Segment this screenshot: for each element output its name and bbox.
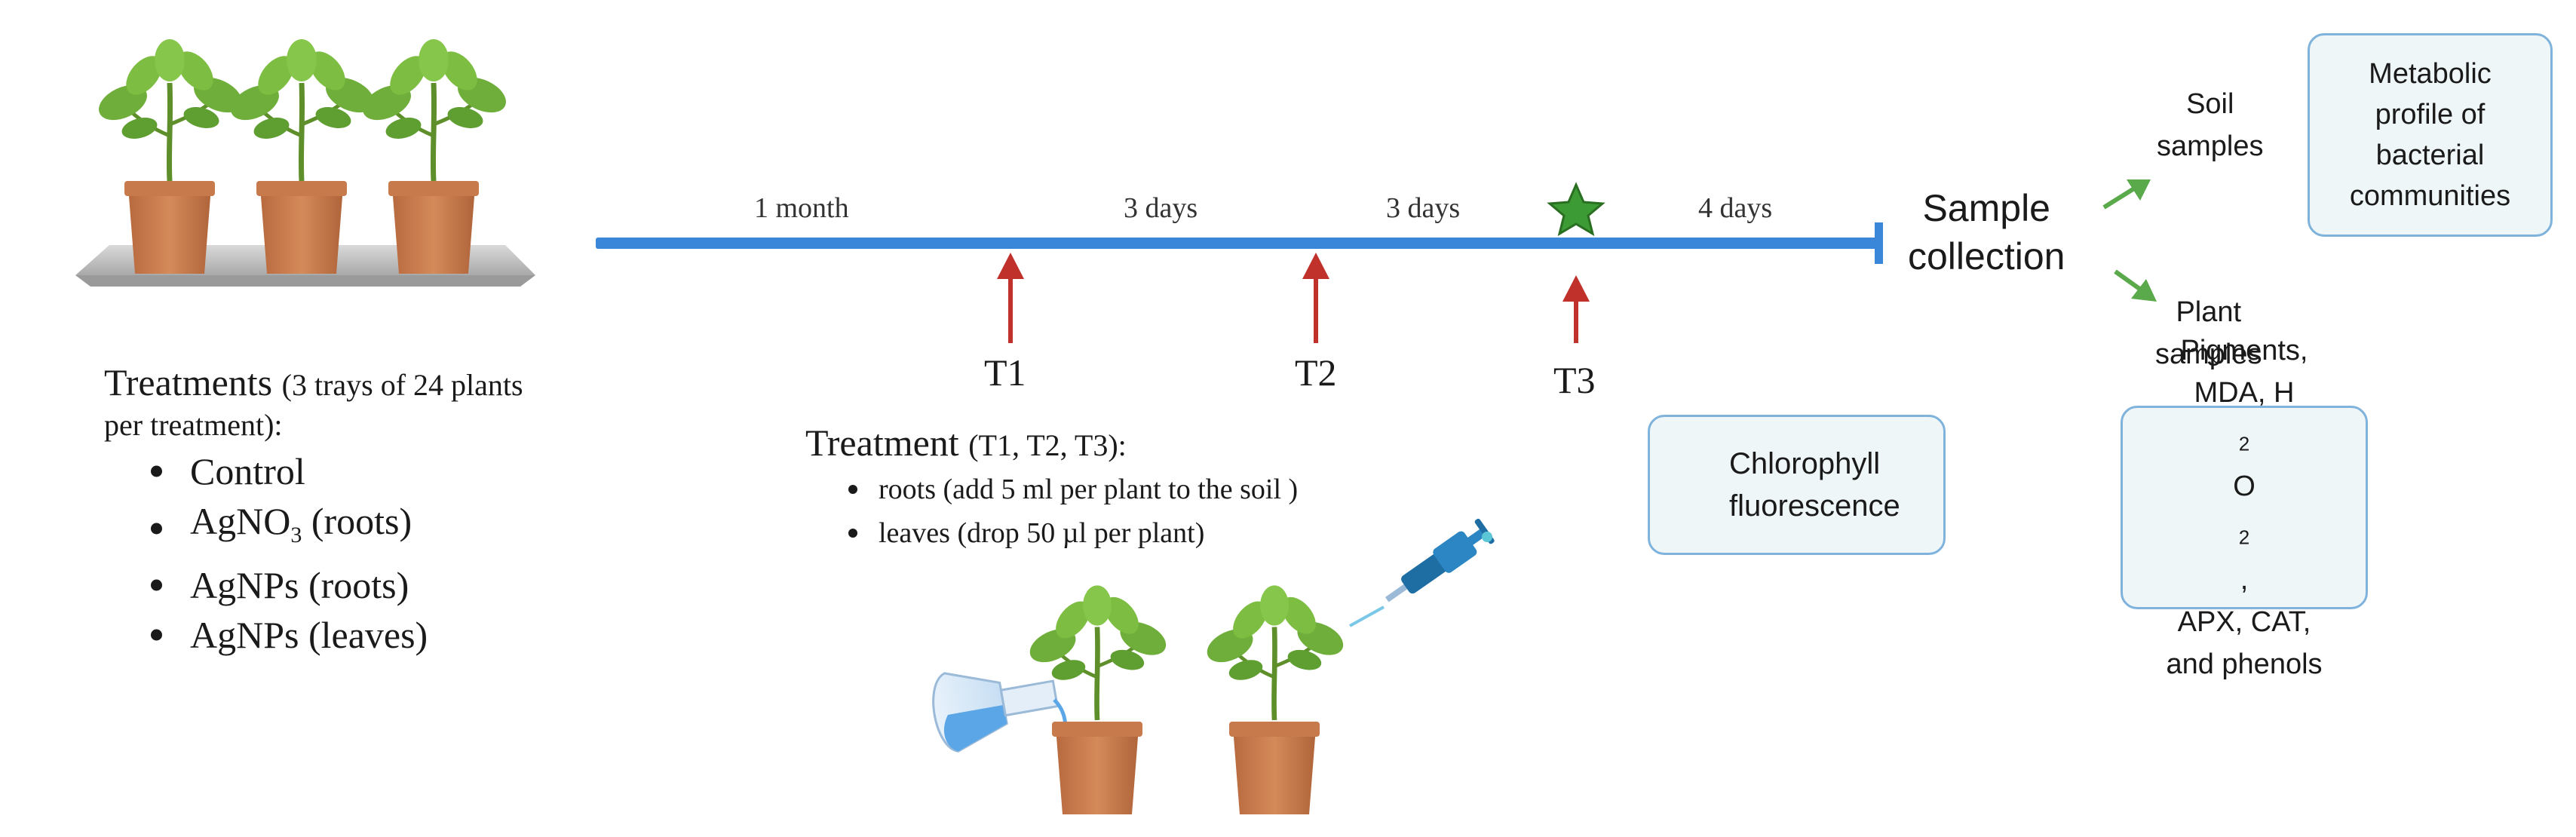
arrow-t1 [997,253,1024,343]
segment-label-3: 3 days [1386,192,1461,224]
segment-label-1: 1 month [754,192,849,224]
t1-label: T1 [984,351,1026,394]
timeline-bar [596,238,1878,249]
list-item: AgNPs (roots) [190,560,428,610]
arrow-to-plant [2114,269,2157,302]
treatments-title: Treatments [104,361,273,403]
treatments-note-2: per treatment): [104,408,283,442]
arrow-t2 [1302,253,1329,343]
timeline-end-cap [1875,222,1883,264]
sample-collection-label: Sample collection [1908,187,2065,277]
list-item: AgNPs (leaves) [190,610,428,660]
segment-label-2: 3 days [1124,192,1198,224]
metabolic-profile-box: Metabolic profile of bacterial communiti… [2308,33,2553,237]
application-title: Treatment [805,422,959,464]
treatments-note: (3 trays of 24 plants [281,368,523,402]
chlorophyll-line2: fluorescence [1729,489,1900,523]
plant-illustration-leaves [1202,585,1348,814]
flask-illustration [932,672,1068,753]
treatments-heading: Treatments (3 trays of 24 plants [104,360,523,404]
application-heading: Treatment (T1, T2, T3): [805,421,1127,464]
star-icon [1547,182,1605,237]
application-list: roots (add 5 ml per plant to the soil ) … [879,468,1298,555]
treatment-list: Control AgNO3 (roots) AgNPs (roots) AgNP… [190,446,428,660]
t3-label: T3 [1553,359,1596,401]
arrow-to-soil [2102,179,2151,210]
segment-label-4: 4 days [1698,192,1773,224]
chlorophyll-box: Chlorophyll fluorescence [1648,415,1946,555]
tray-illustration [75,39,535,287]
plant-samples-label: Plant samples [2155,296,2262,370]
chlorophyll-line1: Chlorophyll [1729,447,1881,480]
list-item: leaves (drop 50 µl per plant) [879,511,1298,555]
arrow-t3 [1562,275,1590,343]
list-item: Control [190,446,428,496]
timeline [596,222,1883,264]
list-item: AgNO3 (roots) [190,496,428,560]
list-item: roots (add 5 ml per plant to the soil ) [879,468,1298,511]
pipette-illustration [1349,518,1495,627]
t2-label: T2 [1295,351,1337,394]
application-note: (T1, T2, T3): [968,428,1127,462]
soil-samples-label: Soil samples [2157,88,2264,162]
